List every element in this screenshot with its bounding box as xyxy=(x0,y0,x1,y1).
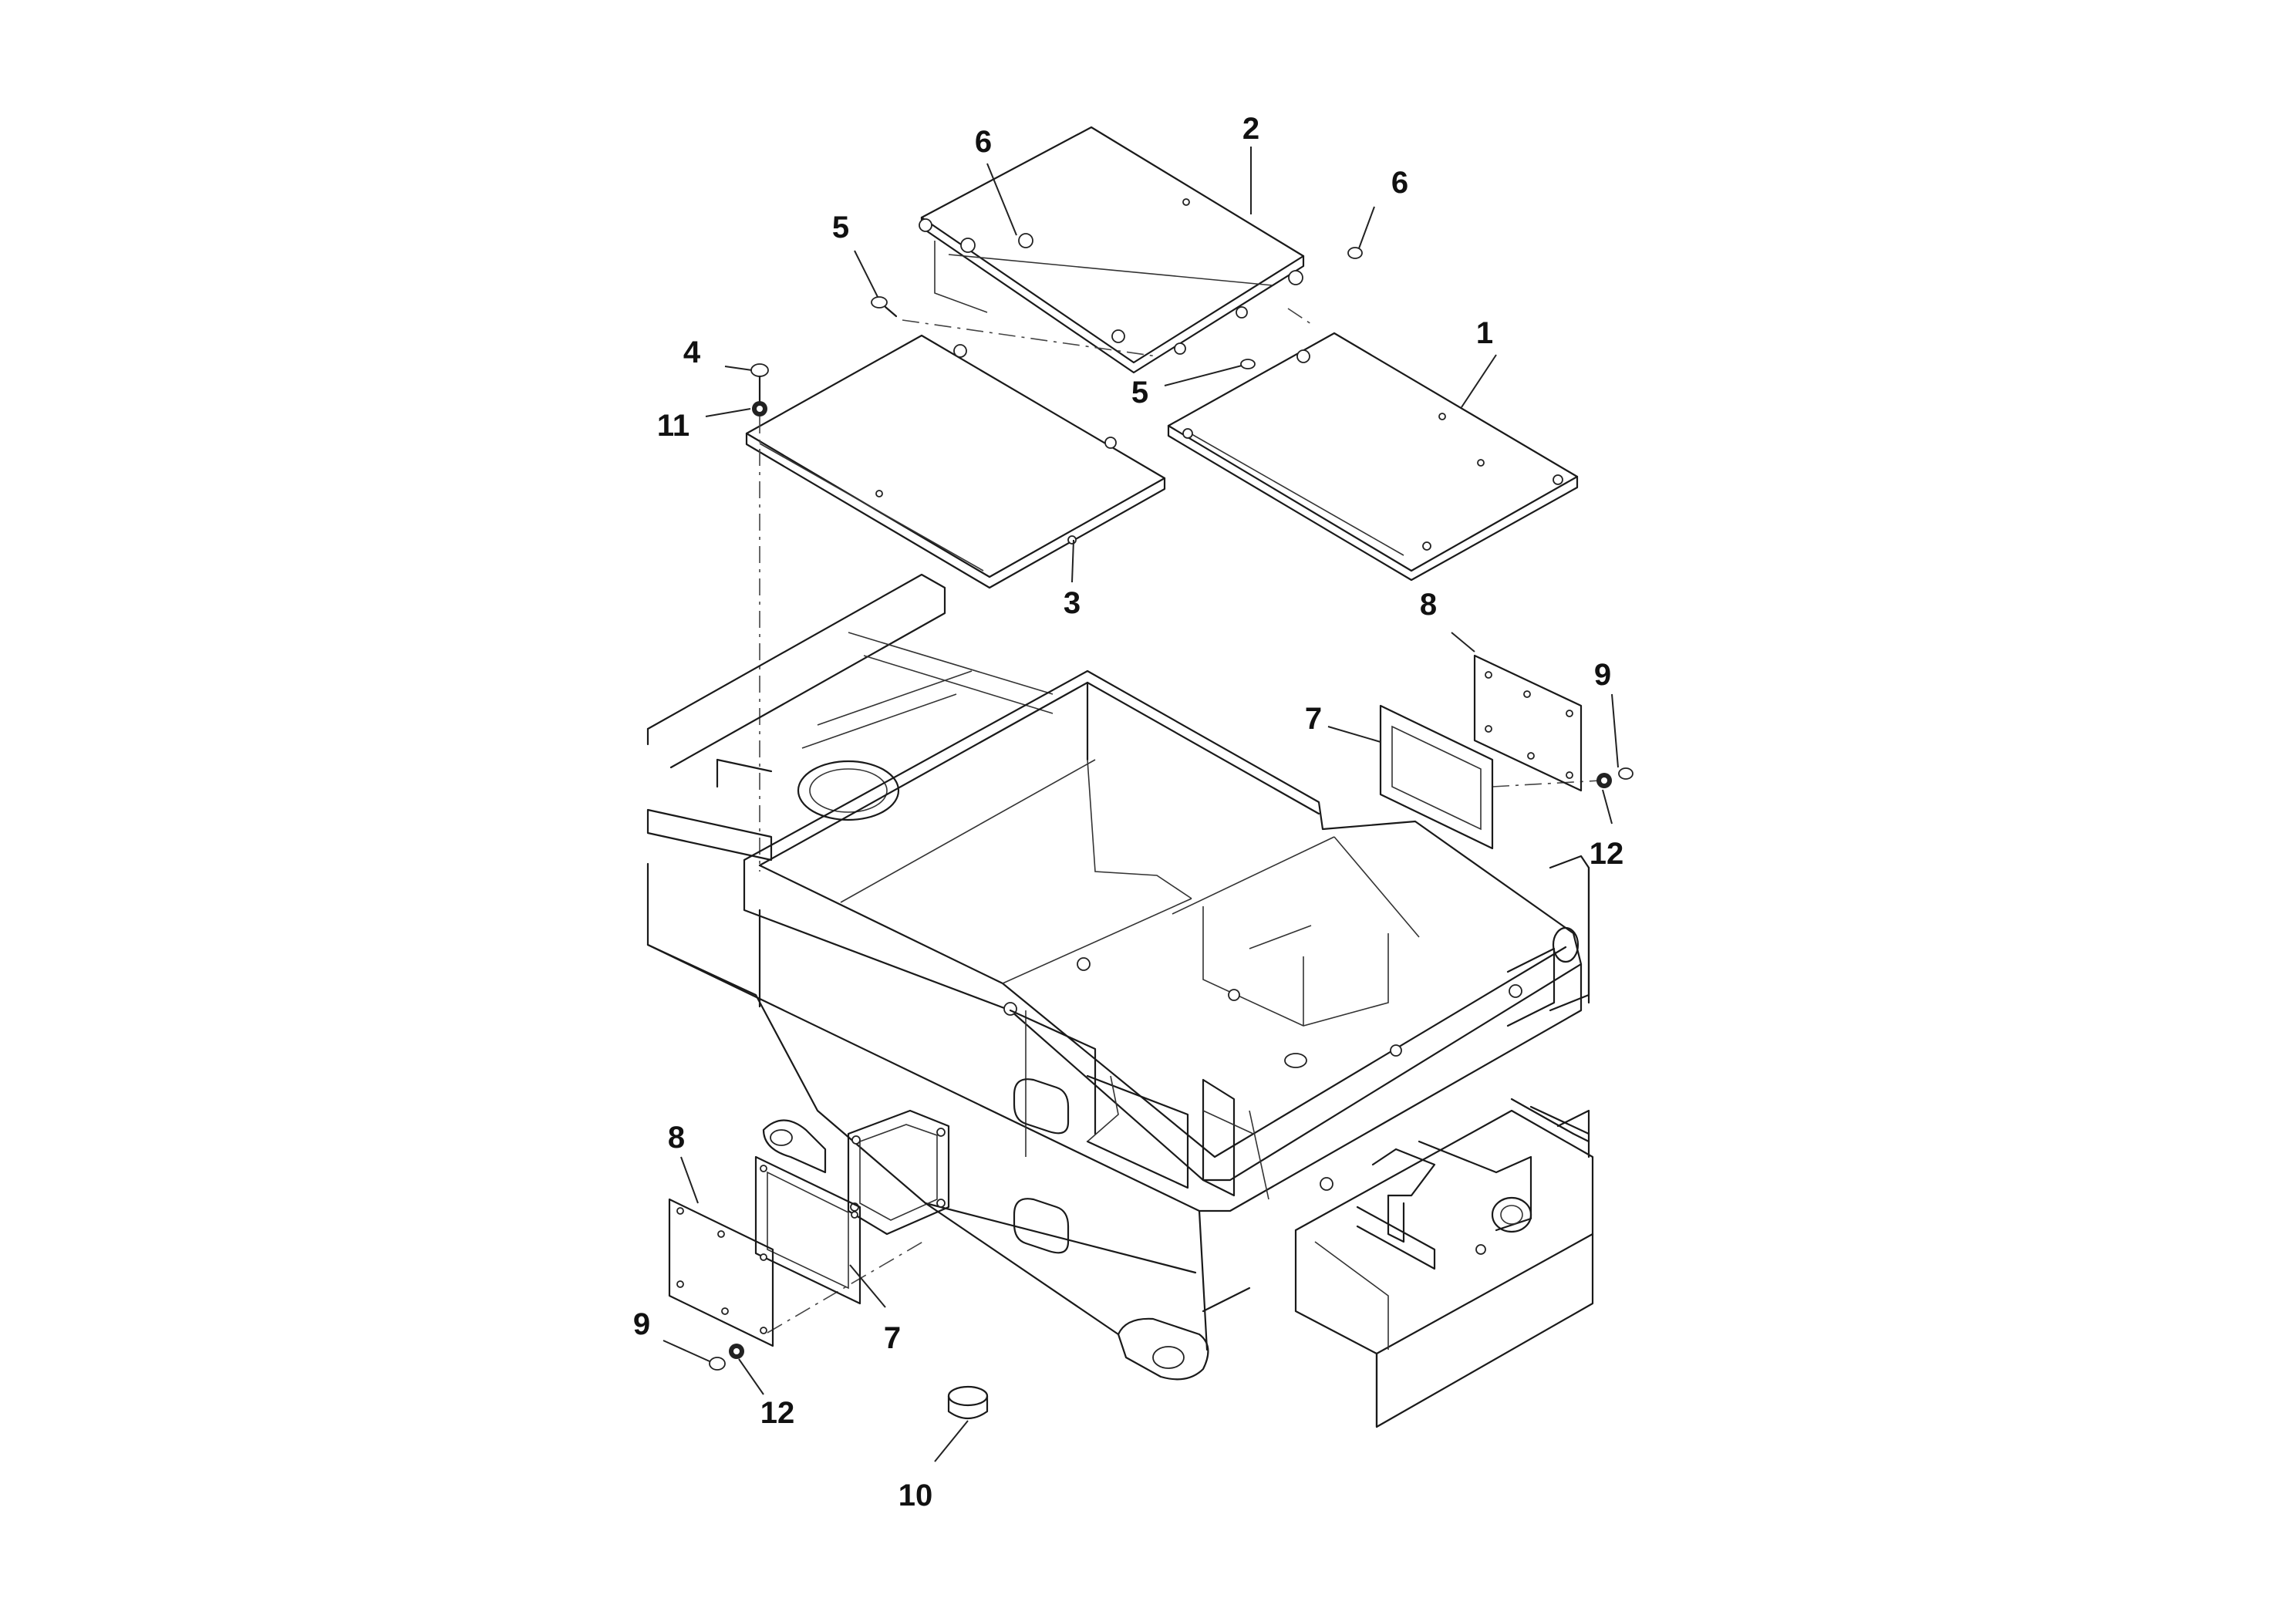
plug-10 xyxy=(947,1385,989,1420)
callout-1: 1 xyxy=(1476,316,1493,350)
callout-6-left: 6 xyxy=(975,125,992,159)
callout-8-left: 8 xyxy=(668,1121,685,1155)
washer-12-left xyxy=(729,1344,744,1359)
bolt-5-left xyxy=(871,296,898,318)
callout-9-right: 9 xyxy=(1594,658,1611,692)
main-frame xyxy=(646,573,1594,1428)
washer-12-right xyxy=(1596,773,1612,788)
callout-12-right: 12 xyxy=(1590,837,1624,871)
callout-3: 3 xyxy=(1064,586,1081,620)
callout-10: 10 xyxy=(899,1479,933,1512)
cover-plate-3 xyxy=(745,334,1166,589)
callout-4: 4 xyxy=(683,336,701,369)
callout-2: 2 xyxy=(1242,112,1259,146)
bolt-4 xyxy=(750,363,769,403)
bolt-5-right xyxy=(1240,359,1256,369)
cover-plate-2 xyxy=(919,126,1305,374)
callout-9-left: 9 xyxy=(633,1307,650,1341)
callout-6-right: 6 xyxy=(1391,166,1408,200)
callout-5-left: 5 xyxy=(832,211,849,244)
callout-labels: 1 2 3 4 5 5 6 6 7 7 8 8 9 9 10 11 12 12 xyxy=(633,112,1623,1512)
callout-5-right: 5 xyxy=(1131,376,1148,410)
leader-lines xyxy=(663,147,1619,1462)
washer-11 xyxy=(752,401,767,416)
cover-8-right xyxy=(1473,654,1583,792)
callout-8-right: 8 xyxy=(1420,588,1437,622)
gasket-7-left xyxy=(754,1155,861,1305)
cover-8-left xyxy=(668,1198,774,1347)
callout-7-left: 7 xyxy=(884,1321,901,1355)
bolt-9-left xyxy=(709,1357,726,1371)
nut-6-right xyxy=(1347,247,1363,259)
cover-plate-1 xyxy=(1167,332,1579,582)
gasket-7-right xyxy=(1379,704,1494,850)
callout-7-right: 7 xyxy=(1305,702,1322,736)
callout-11: 11 xyxy=(657,409,689,443)
bolt-9-right xyxy=(1618,767,1633,780)
callout-12-left: 12 xyxy=(760,1396,795,1430)
